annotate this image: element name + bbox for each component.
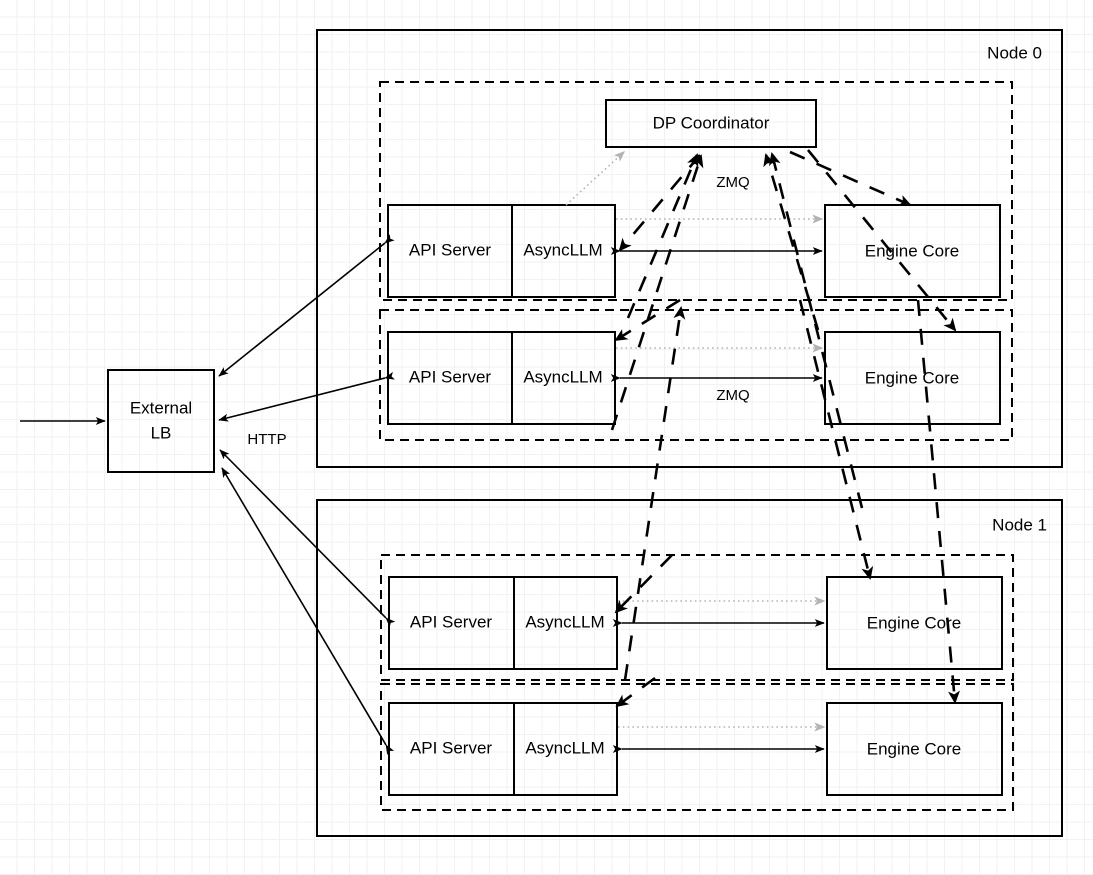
zmq-label-n0r0: ZMQ [716, 174, 749, 191]
external-lb[interactable]: External LB [107, 369, 215, 473]
dash-core-n0r1-to-coordinator [610, 154, 704, 431]
dp-coordinator[interactable]: DP Coordinator [605, 99, 817, 148]
dash-coordinator-to-core-n0r1 [806, 149, 957, 332]
dash-coordinator-to-core-n1r1 [916, 299, 960, 704]
engine-core-label-n0r1: Engine Core [865, 368, 960, 387]
http-arrow-lb-n0r0 [218, 234, 395, 377]
engine-core-label-n0r0: Engine Core [865, 241, 960, 260]
http-arrow-lb-n1r1 [221, 467, 395, 755]
engine-core-box-n1r1[interactable] [826, 702, 1003, 796]
api-server-label-n1r0: API Server [410, 612, 493, 631]
zmq-label-n0r1: ZMQ [716, 387, 749, 404]
engine-core-label-n1r1: Engine Core [867, 739, 962, 758]
node-1-row-1-group [380, 683, 1014, 811]
node-0-row-0-group [379, 81, 1013, 301]
node-0-title: Node 0 [987, 43, 1042, 62]
dash-coordinator-to-asyncllm-n0r0 [618, 154, 701, 252]
dash-to-asyncllm-n1r1 [615, 676, 656, 708]
dash-core-n1-to-coordinator-b [768, 152, 864, 509]
node-0-row-1: API Server AsyncLLM Engine Core [387, 331, 1001, 425]
dp-coordinator-box[interactable] [605, 99, 817, 148]
api-server-label-n1r1: API Server [410, 738, 493, 757]
engine-core-box-n1r0[interactable] [826, 576, 1003, 670]
asyncllm-label-n1r1: AsyncLLM [525, 738, 604, 757]
dash-to-asyncllm-n0r1 [614, 298, 681, 342]
api-server-label-n0r1: API Server [409, 367, 492, 386]
engine-core-label-n1r0: Engine Core [867, 613, 962, 632]
dash-node1-uplink-to-coordinator [623, 306, 686, 681]
asyncllm-label-n0r0: AsyncLLM [523, 240, 602, 259]
dash-coordinator-to-core-n0r0 [789, 150, 912, 207]
external-lb-label-line2: LB [151, 423, 172, 442]
dp-coordinator-label: DP Coordinator [653, 113, 770, 132]
dash-coordinator-to-core-n1r0 [798, 299, 874, 580]
node-1-title: Node 1 [992, 515, 1047, 534]
dotted-asyncllm-to-coordinator [565, 151, 626, 206]
engine-core-box-n0r0[interactable] [824, 204, 1001, 298]
asyncllm-label-n0r1: AsyncLLM [523, 367, 602, 386]
http-label: HTTP [247, 431, 286, 448]
api-server-label-n0r0: API Server [409, 240, 492, 259]
asyncllm-label-n1r0: AsyncLLM [525, 612, 604, 631]
external-lb-box[interactable] [107, 369, 215, 473]
node-1-row-0-group [380, 554, 1014, 681]
http-arrow-lb-n0r1 [218, 371, 395, 422]
dash-to-asyncllm-n1r0 [614, 554, 673, 614]
http-arrow-lb-n1r0 [219, 449, 396, 628]
engine-core-box-n0r1[interactable] [824, 331, 1001, 425]
node-0-row-0: API Server AsyncLLM Engine Core [387, 204, 1001, 298]
external-lb-label-line1: External [130, 398, 192, 417]
dash-core-n0r0-to-coordinator [626, 153, 699, 319]
